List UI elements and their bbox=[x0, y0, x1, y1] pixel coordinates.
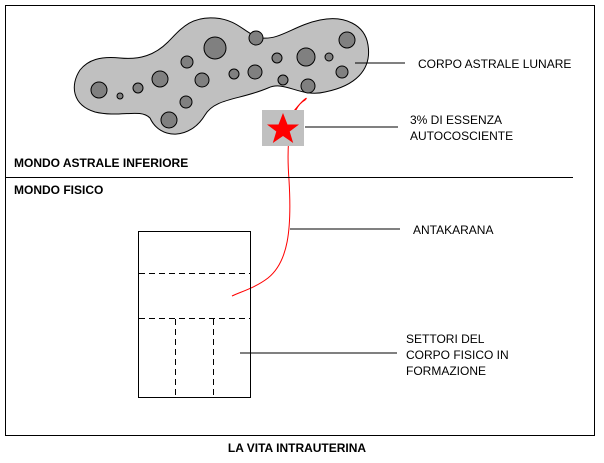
label-sectors-line2: CORPO FISICO IN bbox=[406, 348, 509, 362]
diagram-caption: LA VITA INTRAUTERINA bbox=[228, 441, 367, 455]
astral-body-blob bbox=[73, 17, 370, 135]
world-upper-label: MONDO ASTRALE INFERIORE bbox=[14, 156, 188, 170]
physical-body-sectors bbox=[139, 273, 250, 397]
antakarana-cord bbox=[231, 97, 307, 297]
label-sectors-line1: SETTORI DEL bbox=[406, 332, 485, 346]
world-lower-label: MONDO FISICO bbox=[14, 183, 103, 197]
essence-star-icon bbox=[267, 113, 299, 143]
label-essence-line2: AUTOCOSCIENTE bbox=[410, 129, 513, 143]
label-antakarana: ANTAKARANA bbox=[413, 223, 493, 237]
label-astral-body: CORPO ASTRALE LUNARE bbox=[418, 57, 571, 71]
outer-frame bbox=[5, 5, 595, 436]
label-sectors-line3: FORMAZIONE bbox=[406, 364, 486, 378]
label-essence-line1: 3% DI ESSENZA bbox=[410, 113, 502, 127]
astral-body-spots bbox=[90, 30, 356, 129]
physical-body-rect bbox=[138, 231, 251, 398]
